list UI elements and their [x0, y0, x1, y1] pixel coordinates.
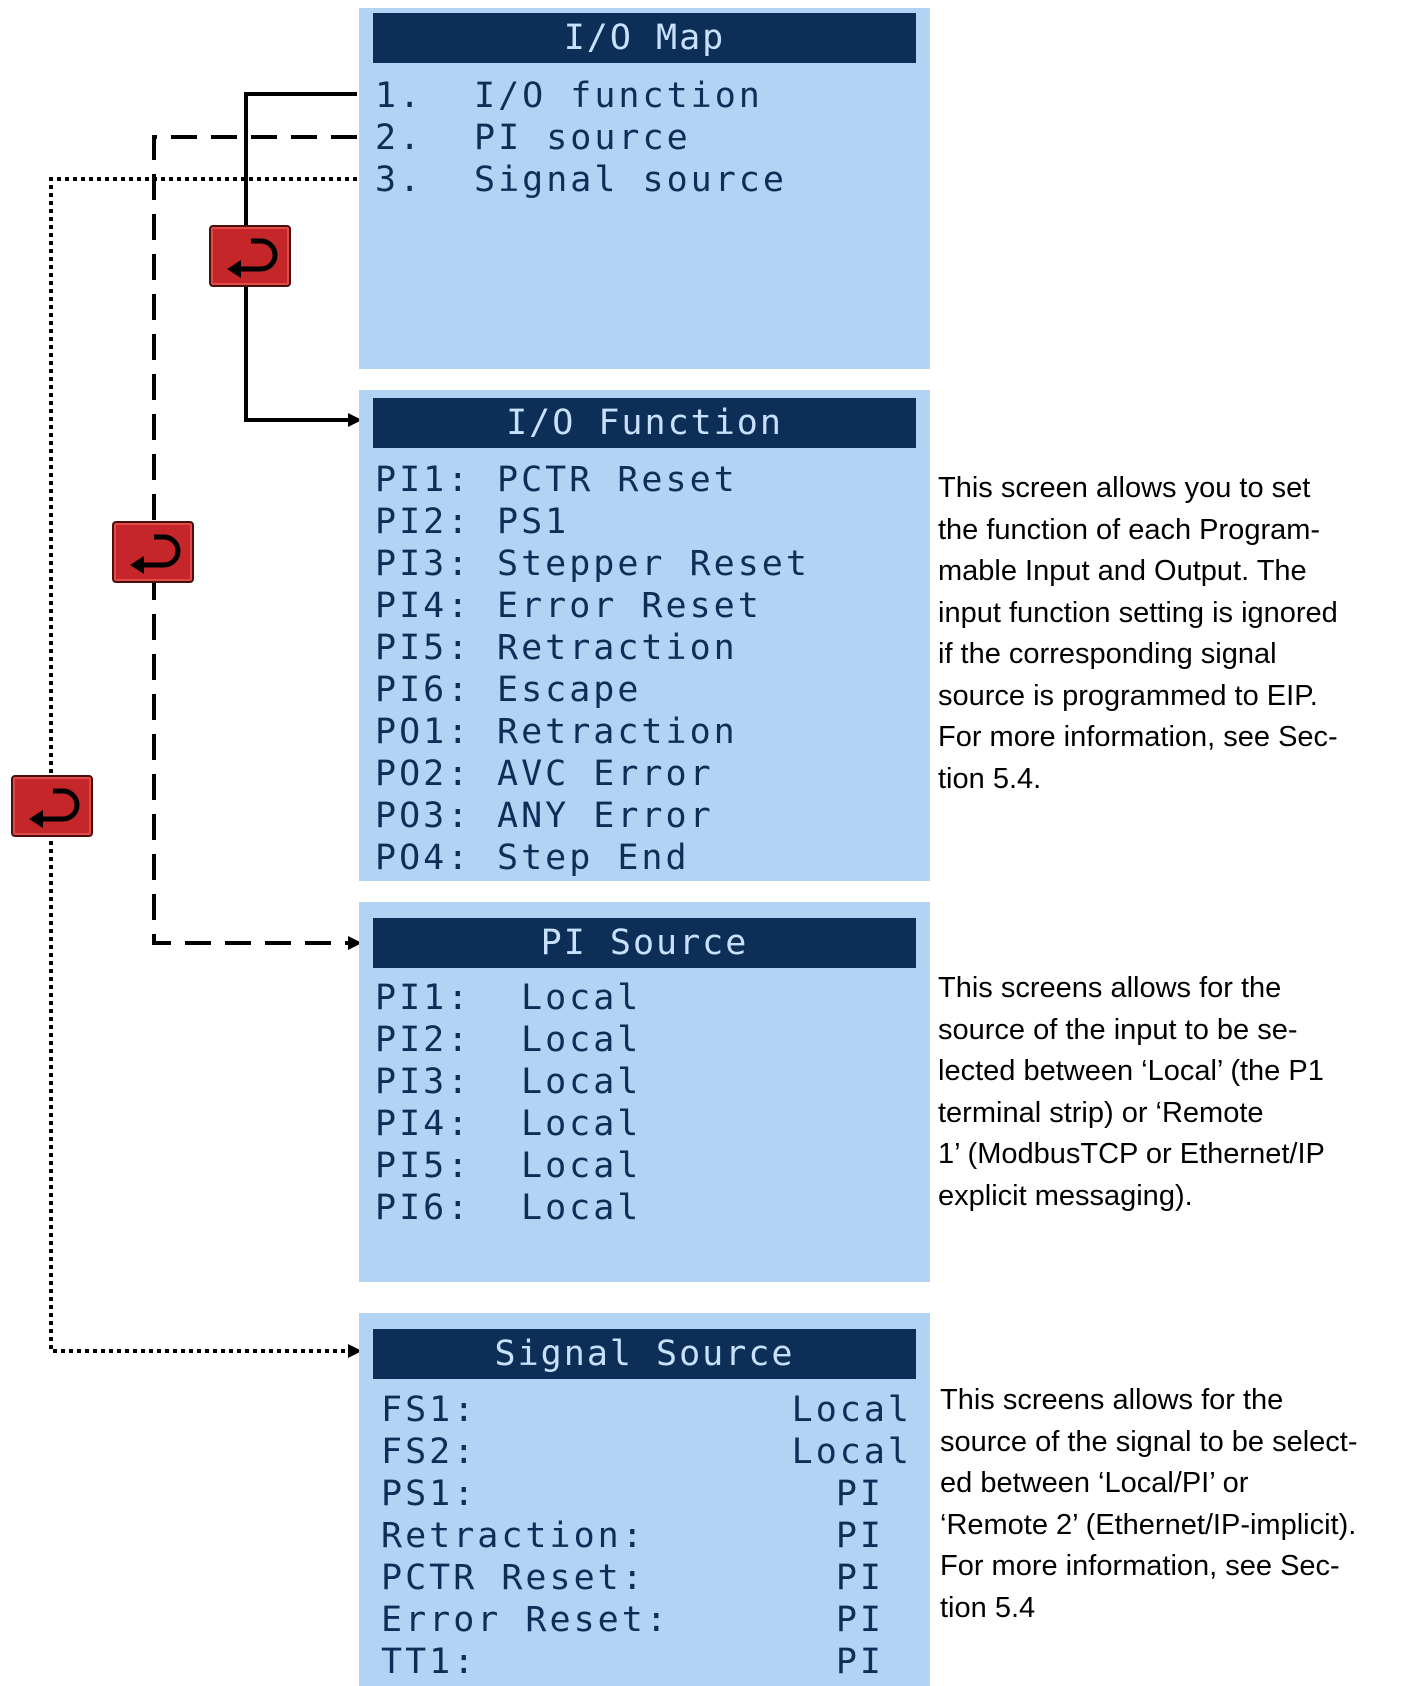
io-function-title: I/O Function	[373, 398, 916, 448]
connector-signal-source	[49, 177, 357, 1353]
list-item: PI6:Escape	[375, 670, 642, 710]
io-map-screen: I/O Map 1.I/O function 2.PI source 3.Sig…	[359, 8, 930, 369]
list-item: PI2:Local	[375, 1020, 642, 1060]
pi-source-title: PI Source	[373, 918, 916, 968]
menu-item-io-function[interactable]: 1.I/O function	[375, 76, 763, 116]
list-item: PI2:PS1	[375, 502, 570, 542]
list-item: PI3:Local	[375, 1062, 642, 1102]
signal-source-title: Signal Source	[373, 1329, 916, 1379]
list-item: PI5:Local	[375, 1146, 642, 1186]
list-item: PO2:AVC Error	[375, 754, 714, 794]
signal-source-description: This screens allows for the source of th…	[940, 1384, 1358, 1624]
list-item: PCTR Reset:PI	[381, 1558, 884, 1598]
list-item: PI4:Error Reset	[375, 586, 762, 626]
list-item: Error Reset:PI	[381, 1600, 884, 1640]
io-function-description: This screen allows you to set the functi…	[938, 472, 1338, 795]
menu-item-pi-source[interactable]: 2.PI source	[375, 118, 691, 158]
list-item: PO4:Step End	[375, 838, 690, 878]
io-map-title: I/O Map	[373, 13, 916, 63]
list-item: Retraction:PI	[381, 1516, 884, 1556]
back-enter-icon	[29, 788, 80, 828]
signal-source-list: FS1:Local FS2:Local PS1:PI Retraction:PI…	[381, 1389, 912, 1683]
list-item: PI5:Retraction	[375, 628, 738, 668]
back-enter-icon	[227, 238, 278, 278]
list-item: TT1:PI	[381, 1642, 884, 1682]
list-item: PI1:Local	[375, 978, 642, 1018]
signal-source-screen: Signal Source FS1:Local FS2:Local PS1:PI…	[359, 1313, 930, 1686]
back-button-signal-source[interactable]	[11, 775, 93, 837]
list-item: PI6:Local	[375, 1188, 642, 1228]
list-item: FS2:Local	[381, 1432, 912, 1472]
pi-source-screen: PI Source PI1:Local PI2:Local PI3:Local …	[359, 902, 930, 1282]
list-item: PO1:Retraction	[375, 712, 738, 752]
pi-source-description: This screens allows for the source of th…	[938, 972, 1325, 1212]
back-enter-icon	[130, 534, 181, 574]
menu-item-signal-source[interactable]: 3.Signal source	[375, 160, 787, 200]
back-button-pi-source[interactable]	[112, 521, 194, 583]
list-item: PO3:ANY Error	[375, 796, 714, 836]
list-item: FS1:Local	[381, 1390, 912, 1430]
list-item: PI4:Local	[375, 1104, 642, 1144]
pi-source-list: PI1:Local PI2:Local PI3:Local PI4:Local …	[375, 977, 918, 1229]
io-map-menu: 1.I/O function 2.PI source 3.Signal sour…	[375, 75, 918, 201]
io-function-list: PI1:PCTR Reset PI2:PS1 PI3:Stepper Reset…	[375, 459, 918, 879]
io-function-screen: I/O Function PI1:PCTR Reset PI2:PS1 PI3:…	[359, 390, 930, 881]
list-item: PI3:Stepper Reset	[375, 544, 810, 584]
list-item: PI1:PCTR Reset	[375, 460, 738, 500]
back-button-io-function[interactable]	[209, 225, 291, 287]
list-item: PS1:PI	[381, 1474, 884, 1514]
